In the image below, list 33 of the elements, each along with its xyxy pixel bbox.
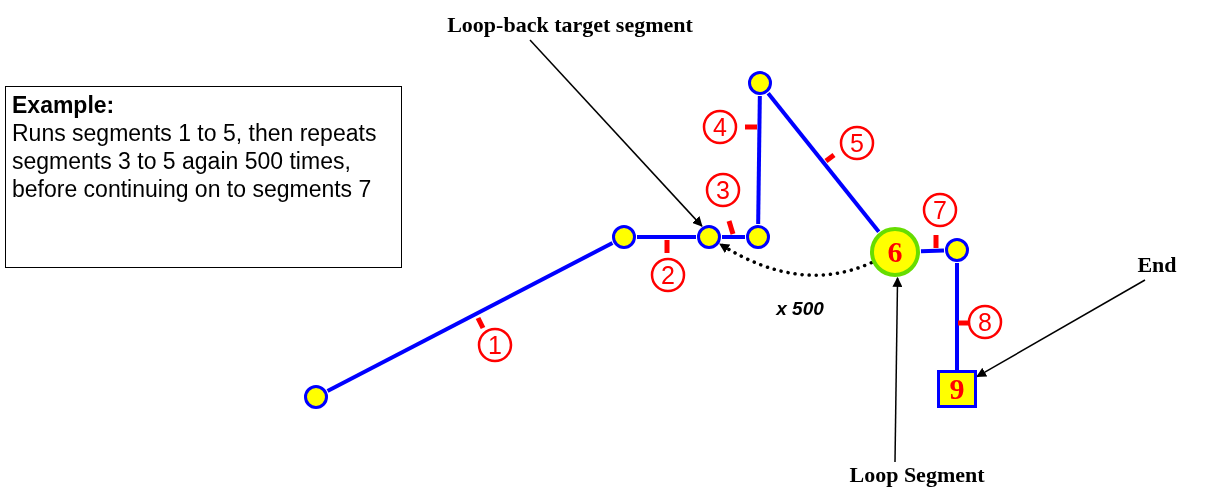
loop-segment-circle: 6 <box>870 227 920 277</box>
loop-arrow <box>718 242 874 277</box>
end-box: 9 <box>937 370 977 408</box>
callout-text: Loop Segment <box>822 461 1012 489</box>
callout-number: 8 <box>967 304 1003 340</box>
leader-arrow <box>976 279 1146 378</box>
path-segment <box>766 91 881 233</box>
path-segment <box>722 235 745 239</box>
callout-number: 3 <box>705 172 741 208</box>
waypoint-circle <box>746 225 770 249</box>
path-segment <box>326 241 614 393</box>
note-text: Runs segments 1 to 5, then repeats segments 3 to 5 again 500 times, before continuing on to segments 7 <box>12 119 378 203</box>
path-segment <box>920 248 945 254</box>
callout-number: 7 <box>922 192 958 228</box>
callout-text: Loop-back target segment <box>400 10 740 40</box>
note-heading: Example: <box>12 91 116 119</box>
waypoint-circle <box>612 225 636 249</box>
callout-number: 4 <box>702 109 738 145</box>
leader-arrow <box>892 276 903 463</box>
callout-number: 5 <box>839 125 875 161</box>
leader-arrow <box>529 39 703 227</box>
callout-number: 2 <box>650 257 686 293</box>
path-segment <box>637 235 696 239</box>
note-box <box>5 86 402 268</box>
waypoint-circle <box>304 385 328 409</box>
waypoint-circle <box>945 238 969 262</box>
callout-text: End <box>1133 252 1181 278</box>
callout-number: 1 <box>477 327 513 363</box>
path-segment <box>955 263 959 370</box>
waypoint-circle <box>697 225 721 249</box>
edge-label: x 500 <box>776 298 824 319</box>
waypoint-circle <box>748 71 772 95</box>
path-segment <box>756 95 762 225</box>
